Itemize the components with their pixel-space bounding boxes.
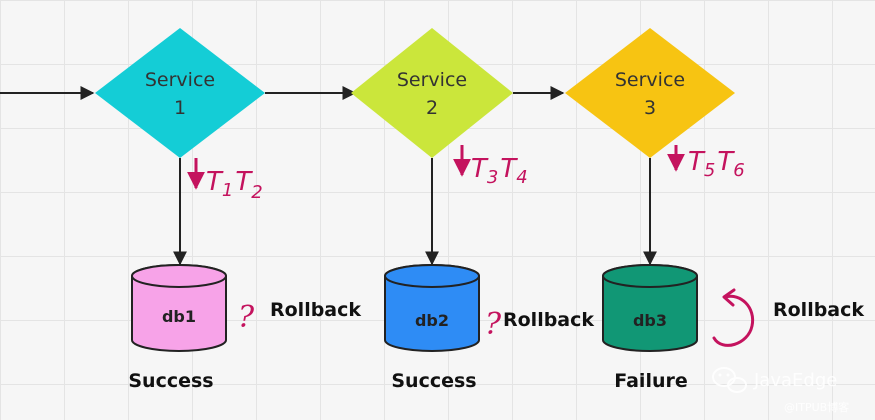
db3-rollback-loop-icon [712,294,755,347]
db3-top [602,264,698,288]
watermark-brand: JavaEdge [753,370,837,391]
db2-rollback-question-mark: ? [485,307,502,342]
txn-3-text: T5T6 [688,147,745,181]
db2-top [384,264,480,288]
db2-label: db2 [415,311,449,330]
txn-annotation-3: T5T6 [667,145,745,181]
watermark: JavaEdge @ITPUB博客 [712,367,849,414]
txn-2-text: T3T4 [471,154,528,188]
db3-rollback-label: Rollback [773,299,864,321]
service-2-label: Service [397,69,467,91]
wechat-icon [712,367,747,393]
db1-rollback-label: Rollback [270,299,361,321]
service-1: Service 1 [95,28,265,158]
db3-label: db3 [633,311,667,330]
db2-cylinder: db2 [384,264,480,352]
db1-label: db1 [162,307,196,326]
service-3: Service 3 [565,28,735,158]
txn-1-text: T1T2 [206,167,263,203]
db1-status: Success [128,370,213,392]
service-3-number: 3 [644,97,656,119]
db1-rollback-question-mark: ? [238,300,255,335]
service-3-diamond [565,28,735,158]
db3-rollback-loop-arrowhead [722,288,736,307]
service-2-number: 2 [426,97,438,119]
service-1-label: Service [145,69,215,91]
service-1-diamond [95,28,265,158]
service-1-number: 1 [174,97,186,119]
txn-annotation-1: T1T2 [187,158,263,203]
db1-cylinder: db1 [131,264,227,352]
db3-status: Failure [614,370,688,392]
watermark-site: @ITPUB博客 [784,400,849,414]
db1-top [131,264,227,288]
service-3-label: Service [615,69,685,91]
db3-cylinder: db3 [602,264,698,352]
service-2-diamond [351,28,513,158]
db2-status: Success [391,370,476,392]
db2-rollback-label: Rollback [503,309,594,331]
txn-annotation-2: T3T4 [453,145,528,188]
service-2: Service 2 [351,28,513,158]
